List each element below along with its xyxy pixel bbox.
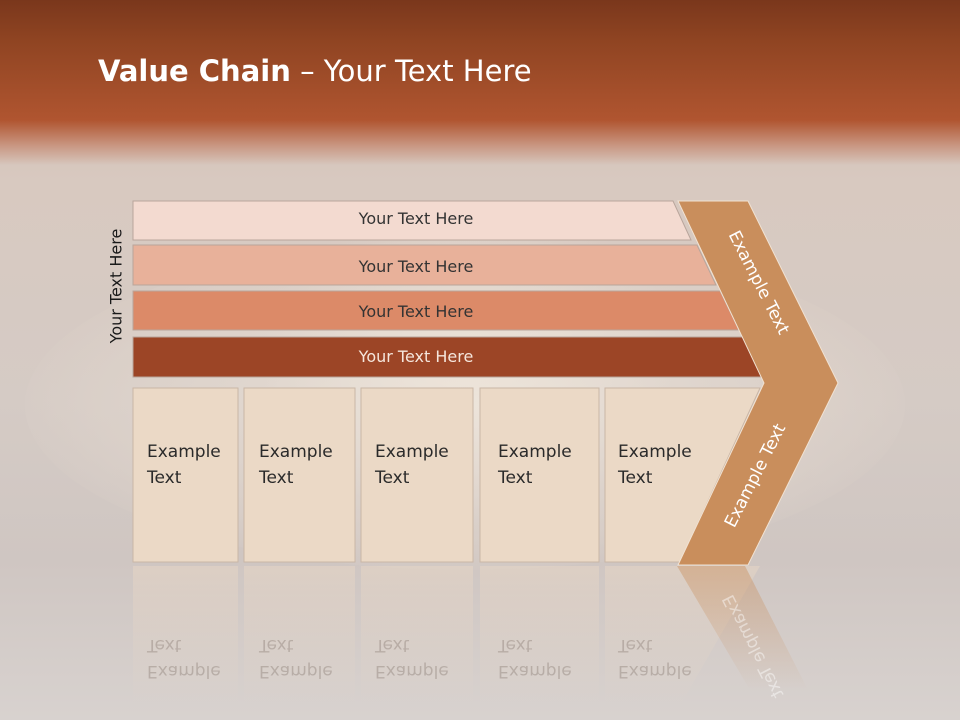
reflection-text-area: Example Text Example Text Example Text E… <box>0 566 960 720</box>
title-band <box>0 0 960 165</box>
chevron-reflection <box>677 566 808 690</box>
reflection-group <box>133 566 808 706</box>
box-label-line1: Example <box>375 442 449 462</box>
box-label-line1: Example <box>147 442 221 462</box>
reflection-line2: Text <box>618 635 653 655</box>
box-label-line2: Text <box>498 468 533 488</box>
box-label: Example Text <box>618 439 718 491</box>
title-bold: Value Chain <box>98 54 291 88</box>
reflection-line2: Text <box>147 635 182 655</box>
box-label: Example Text <box>375 439 475 491</box>
box-reflection-label: Example Text <box>498 632 598 684</box>
box-reflection <box>244 566 355 706</box>
reflection-line2: Text <box>498 635 533 655</box>
box-reflection-label: Example Text <box>259 632 359 684</box>
reflection-line1: Example <box>259 661 333 681</box>
box-reflection <box>480 566 599 706</box>
box-label-line2: Text <box>375 468 410 488</box>
activity-box[interactable] <box>243 387 356 563</box>
activity-box[interactable] <box>360 387 474 563</box>
box-reflection <box>133 566 238 706</box>
box-label-line1: Example <box>259 442 333 462</box>
bar-label: Your Text Here <box>358 347 474 366</box>
activity-box[interactable] <box>132 387 239 563</box>
box-label-line1: Example <box>498 442 572 462</box>
bar-label: Your Text Here <box>358 257 474 276</box>
box-reflection <box>361 566 473 706</box>
box-label-line2: Text <box>618 468 653 488</box>
bar-shape[interactable] <box>132 200 692 241</box>
slide-title[interactable]: Value Chain – Your Text Here <box>98 54 532 88</box>
box-reflection-label: Example Text <box>375 632 475 684</box>
box-reflection-label: Example Text <box>147 632 247 684</box>
bar-label: Your Text Here <box>358 209 474 228</box>
activity-box[interactable] <box>479 387 600 563</box>
bar-label: Your Text Here <box>358 302 474 321</box>
reflection-line1: Example <box>147 661 221 681</box>
chevron-arrow[interactable] <box>677 200 839 566</box>
bar-shape[interactable] <box>132 244 717 286</box>
title-rest: – Your Text Here <box>290 54 532 88</box>
reflection-line2: Text <box>259 635 294 655</box>
box-label-line2: Text <box>147 468 182 488</box>
reflection-line2: Text <box>375 635 410 655</box>
box-label-line2: Text <box>259 468 294 488</box>
reflection-line1: Example <box>618 661 692 681</box>
box-label: Example Text <box>498 439 598 491</box>
box-label: Example Text <box>147 439 247 491</box>
box-reflection-label: Example Text <box>618 632 718 684</box>
reflection-line1: Example <box>375 661 449 681</box>
box-label-line1: Example <box>618 442 692 462</box>
box-label: Example Text <box>259 439 359 491</box>
reflection-line1: Example <box>498 661 572 681</box>
